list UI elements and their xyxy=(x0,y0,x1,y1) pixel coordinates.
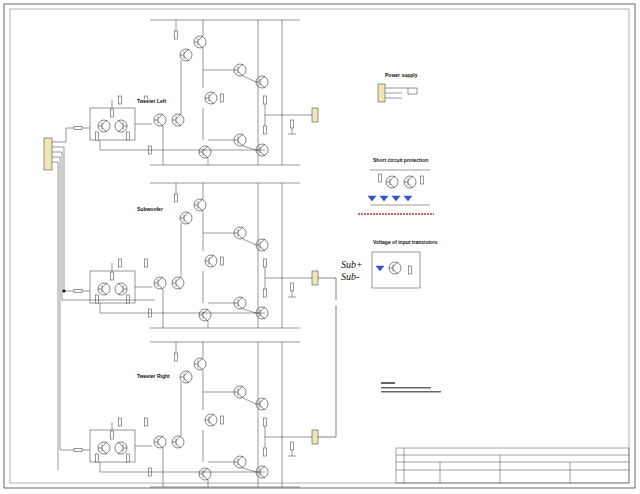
terminal-label: Sub- xyxy=(340,271,360,282)
section-title: Tweeter Left xyxy=(136,99,167,105)
section-title: Tweeter Right xyxy=(136,374,171,380)
terminal-label: Sub+ xyxy=(340,259,364,270)
section-title: Subwoofer xyxy=(136,207,164,213)
section-title: Power supply xyxy=(384,73,419,79)
section-title: Voltage of input transistors xyxy=(372,240,439,246)
section-title: Short circuit protection xyxy=(372,158,429,164)
